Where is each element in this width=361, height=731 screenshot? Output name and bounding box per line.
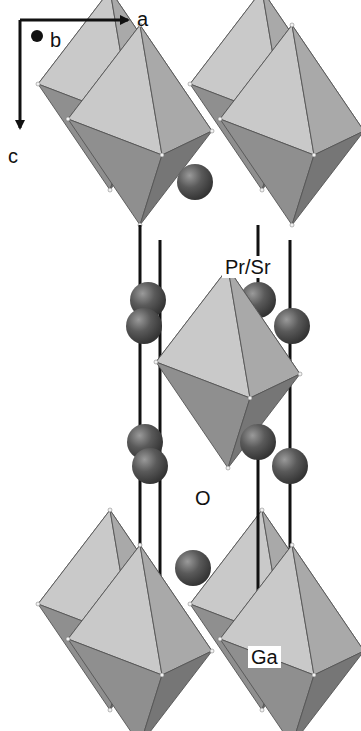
oxygen-atom <box>260 188 264 192</box>
oxygen-atom <box>248 396 252 400</box>
pr-sr-atom <box>126 308 162 344</box>
oxygen-atom <box>290 23 294 27</box>
ga-octahedron <box>218 23 361 227</box>
ga-octahedron <box>218 543 361 731</box>
octahedron-face <box>292 545 361 675</box>
axis-a <box>20 19 128 22</box>
octahedron-face <box>228 268 300 398</box>
oxygen-atom <box>260 508 264 512</box>
octahedron-face <box>292 25 361 155</box>
octahedron-face <box>140 25 212 155</box>
oxygen-atom <box>290 223 294 227</box>
pr-sr-atom <box>175 550 211 586</box>
octahedron-face <box>140 131 212 225</box>
octahedron-face <box>140 545 212 675</box>
oxygen-atom <box>290 543 294 547</box>
oxygen-atom <box>226 466 230 470</box>
atom-label: Pr/Sr <box>222 256 274 278</box>
oxygen-atom <box>312 153 316 157</box>
oxygen-atom <box>154 360 158 364</box>
pr-sr-atom <box>272 448 308 484</box>
oxygen-atom <box>188 602 192 606</box>
pr-sr-atom <box>240 424 276 460</box>
octahedron-face <box>292 131 361 225</box>
atom-label: O <box>192 487 214 509</box>
axis-label: a <box>137 9 148 29</box>
oxygen-atom <box>36 602 40 606</box>
ga-octahedron <box>66 543 214 731</box>
octahedron-face <box>68 639 162 731</box>
atom-label: Ga <box>248 646 281 668</box>
octahedron-face <box>220 639 314 731</box>
oxygen-atom <box>210 129 214 133</box>
axis-b <box>31 30 43 42</box>
pr-sr-atom <box>132 448 168 484</box>
oxygen-atom <box>160 153 164 157</box>
ga-octahedron <box>154 266 302 470</box>
oxygen-atom <box>108 508 112 512</box>
pr-sr-atom <box>177 164 213 200</box>
axis-label: c <box>8 146 18 166</box>
oxygen-atom <box>298 372 302 376</box>
oxygen-atom <box>312 673 316 677</box>
oxygen-atom <box>160 673 164 677</box>
oxygen-atom <box>218 637 222 641</box>
oxygen-atom <box>218 117 222 121</box>
oxygen-atom <box>260 708 264 712</box>
oxygen-atom <box>138 543 142 547</box>
pr-sr-atom <box>274 308 310 344</box>
oxygen-atom <box>108 708 112 712</box>
octahedron-face <box>140 651 212 731</box>
oxygen-atom <box>188 82 192 86</box>
axis-label: b <box>50 30 61 50</box>
oxygen-atom <box>108 188 112 192</box>
octahedron-face <box>292 651 361 731</box>
axis-c <box>19 20 22 128</box>
oxygen-atom <box>66 637 70 641</box>
ga-octahedron <box>66 23 214 227</box>
oxygen-atom <box>36 82 40 86</box>
oxygen-atom <box>210 649 214 653</box>
oxygen-atom <box>66 117 70 121</box>
